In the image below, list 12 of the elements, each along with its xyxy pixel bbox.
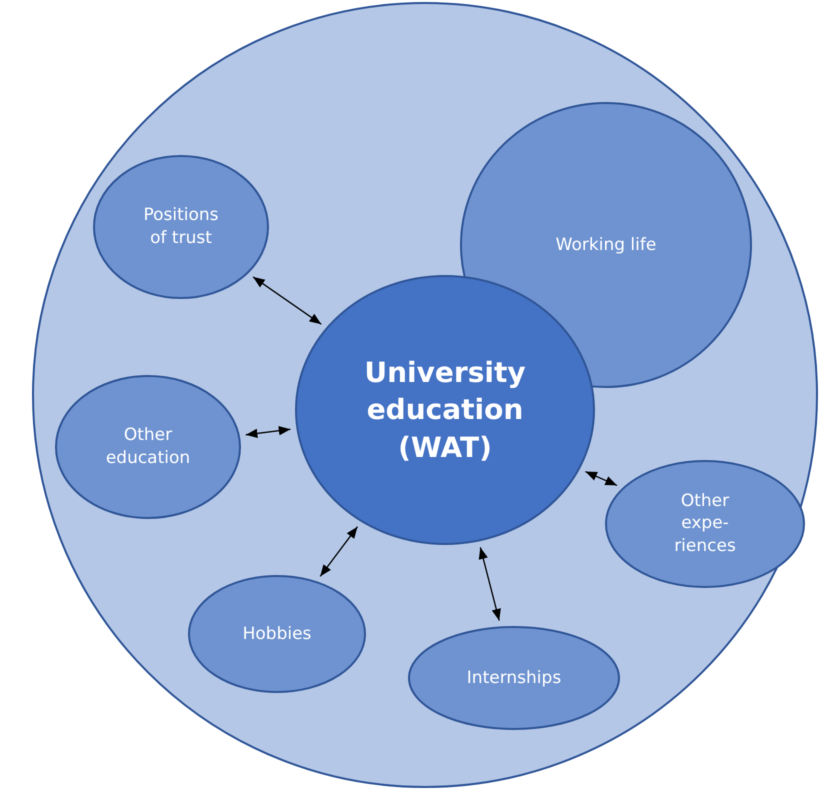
arrow bbox=[320, 526, 358, 577]
node-label: Positions of trust bbox=[142, 204, 220, 250]
node-label: Other expe- riences bbox=[673, 490, 737, 558]
arrow bbox=[478, 547, 501, 621]
node-label: Working life bbox=[554, 234, 658, 256]
node-label: Internships bbox=[466, 666, 562, 690]
arrow bbox=[585, 470, 618, 486]
arrow bbox=[252, 276, 322, 325]
node-label: Other education bbox=[104, 424, 192, 470]
arrow bbox=[246, 426, 291, 438]
node-label: University education (WAT) bbox=[363, 354, 527, 466]
node-label: Hobbies bbox=[242, 622, 312, 646]
